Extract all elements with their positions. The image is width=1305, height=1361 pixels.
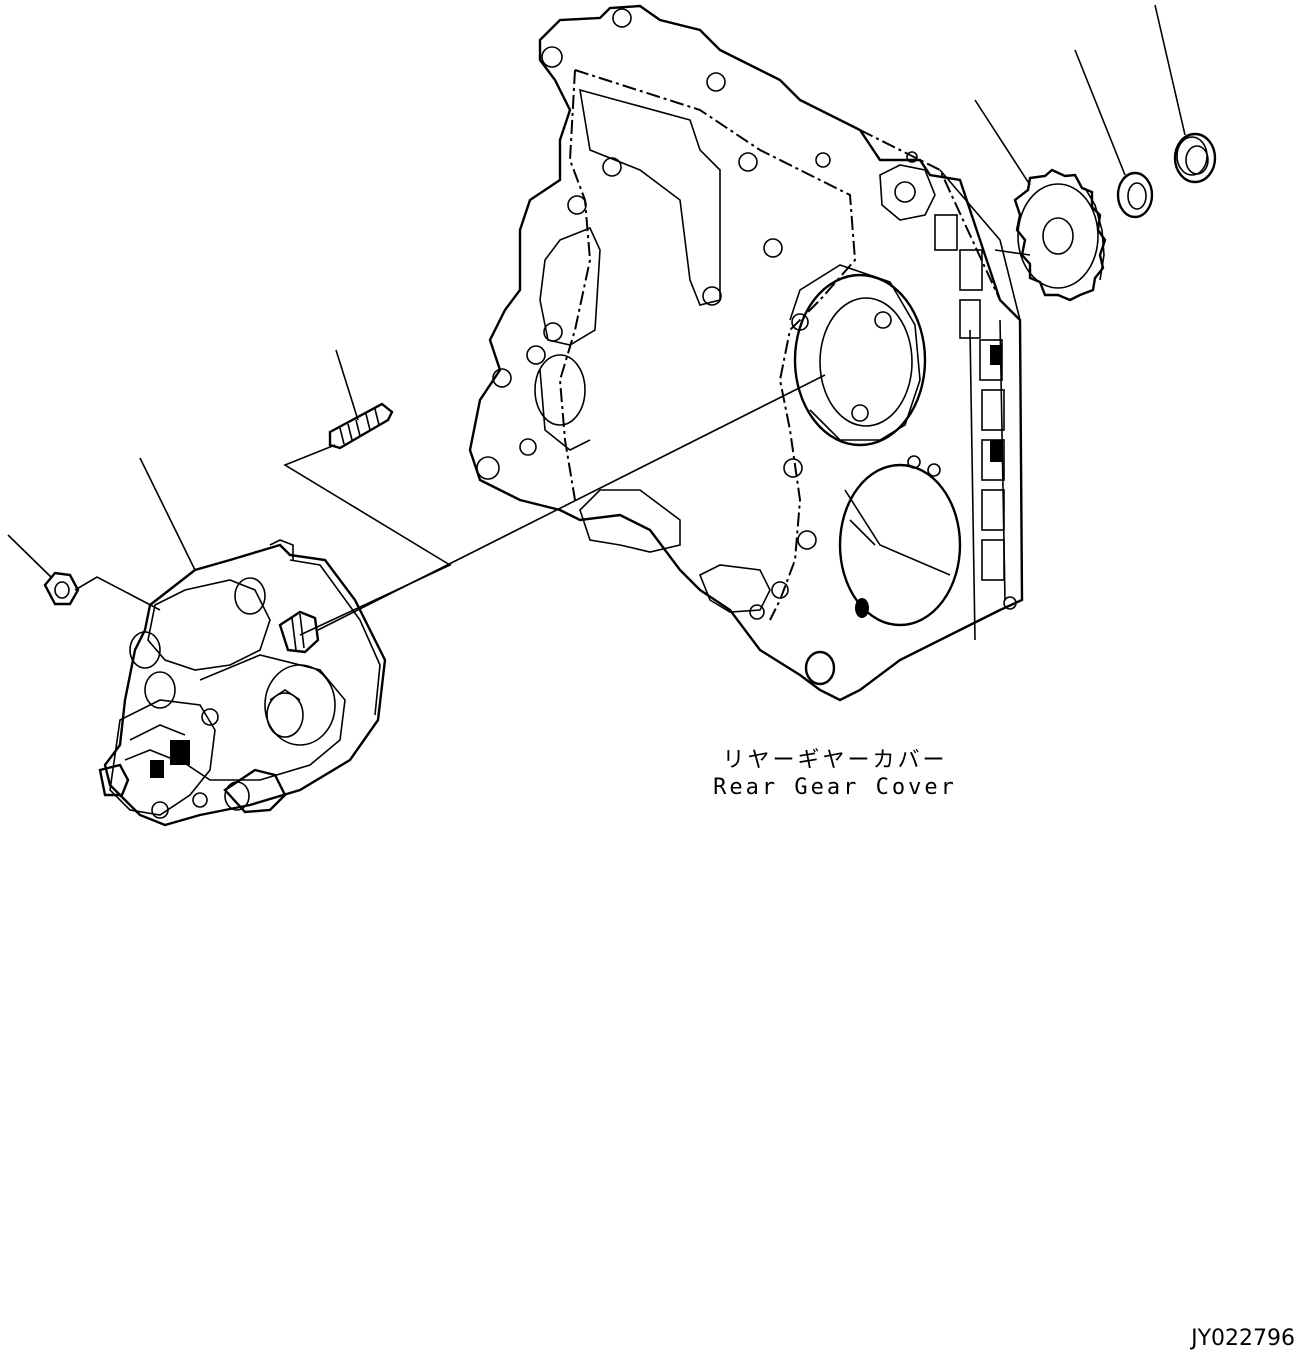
fuel-pump-drawing	[98, 539, 387, 827]
nut-drawing	[43, 571, 80, 606]
cover-bearing-bore	[789, 264, 927, 447]
part-label-japanese: リヤーギヤーカバー	[722, 748, 948, 773]
figure-id: JY022796	[1191, 1326, 1295, 1351]
seal-ring-drawing	[1116, 132, 1217, 219]
leader-lines	[7, 4, 1186, 636]
cover-lower-opening	[838, 463, 962, 627]
rear-gear-cover-drawing	[468, 4, 1024, 702]
stud-bolt-drawing	[328, 402, 394, 450]
cover-side-ribs	[934, 214, 1005, 581]
cover-bolt-holes	[476, 8, 1017, 686]
gear-drawing	[1013, 168, 1107, 302]
cover-left-bores	[534, 226, 601, 451]
part-label-english: Rear Gear Cover	[713, 775, 957, 800]
